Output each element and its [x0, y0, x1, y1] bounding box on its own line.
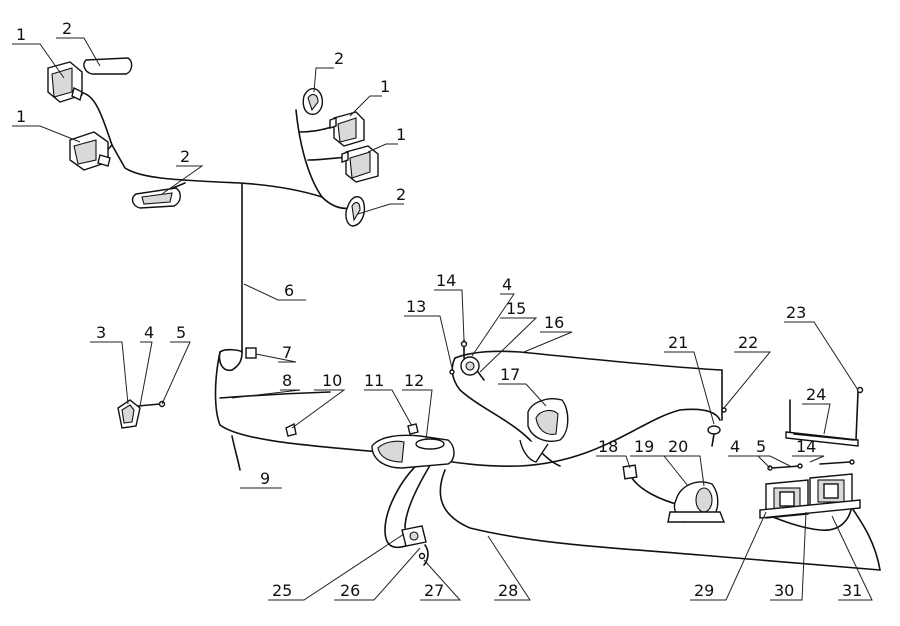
callout-8-branch: 8 [282, 371, 292, 390]
cab-to-fuse-link [451, 357, 561, 467]
motor-17 [519, 398, 569, 463]
branch-25-inner [404, 461, 433, 529]
callout-7-connector: 7 [282, 343, 292, 362]
switch-assembly-3 [117, 399, 166, 429]
callout-24-light-bar: 24 [806, 385, 826, 404]
side-lamp-2d [345, 196, 366, 227]
rear-harness-28 [439, 469, 881, 571]
headlamp-1c [329, 111, 365, 147]
branch-8 [219, 391, 331, 399]
connector-7 [245, 347, 257, 359]
callout-4-upper: 4 [502, 275, 512, 294]
branch-25-outer [384, 461, 421, 549]
callout-labels: 1 2 1 2 1 1 2 2 6 3 4 5 7 8 9 10 11 12 1… [16, 19, 862, 600]
headlamp-1b [69, 131, 111, 171]
callout-16-cab-harness: 16 [544, 313, 564, 332]
callout-1-headlamp-left-upper: 1 [16, 25, 26, 44]
cab-harness-upper [454, 350, 723, 371]
connector-loop [218, 348, 243, 372]
callout-27: 27 [424, 581, 444, 600]
motor-20 [667, 481, 726, 523]
headlamp-1d [341, 145, 379, 183]
branch-9 [231, 435, 241, 471]
callout-18-sensor: 18 [598, 437, 618, 456]
connector-bracket-29 [759, 459, 861, 519]
callout-1-headlamp-right-upper: 1 [380, 77, 390, 96]
connector-11 [407, 423, 419, 435]
front-harness-left [79, 91, 323, 198]
rear-light-bar-24 [785, 386, 864, 447]
callout-14-upper: 14 [436, 271, 456, 290]
callout-14-lower: 14 [796, 437, 816, 456]
callout-25-sensor: 25 [272, 581, 292, 600]
callout-2-lamp-right-lower: 2 [396, 185, 406, 204]
callout-23: 23 [786, 303, 806, 322]
callout-11-connector: 11 [364, 371, 384, 390]
callout-12-junction-box: 12 [404, 371, 424, 390]
callout-1-headlamp-right-lower: 1 [396, 125, 406, 144]
callout-2-lamp-right-upper: 2 [334, 49, 344, 68]
callout-9-branch: 9 [260, 469, 270, 488]
callout-4-switch-lead: 4 [144, 323, 154, 342]
callout-2-lamp-center: 2 [180, 147, 190, 166]
callout-6-trunk: 6 [284, 281, 294, 300]
sensor-18-lead [631, 477, 681, 506]
headlamp-1a [47, 61, 83, 103]
branch-27 [423, 544, 429, 566]
callout-1-headlamp-left-lower: 1 [16, 107, 26, 126]
callout-3-switch: 3 [96, 323, 106, 342]
callout-13: 13 [406, 297, 426, 316]
ignition-switch-15 [449, 339, 485, 381]
callout-20-motor: 20 [668, 437, 688, 456]
callout-2-lamp-left-upper: 2 [62, 19, 72, 38]
harness-wires [79, 91, 881, 571]
side-lamp-2a [83, 57, 133, 75]
front-harness-right-branch [295, 109, 323, 198]
rear-harness-return [849, 504, 881, 571]
side-lamp-2b [131, 187, 181, 209]
callout-5-lower: 5 [756, 437, 766, 456]
callout-31-box: 31 [842, 581, 862, 600]
leader-lines [12, 37, 873, 601]
callout-26: 26 [340, 581, 360, 600]
rear-harness-box-link [759, 504, 853, 531]
callout-15-ignition: 15 [506, 299, 526, 318]
trunk-harness [231, 182, 243, 371]
callout-30-box: 30 [774, 581, 794, 600]
callout-17-motor: 17 [500, 365, 520, 384]
callout-22: 22 [738, 333, 758, 352]
callout-28-rear-harness: 28 [498, 581, 518, 600]
callout-21: 21 [668, 333, 688, 352]
callout-19: 19 [634, 437, 654, 456]
callout-5-switch-terminal: 5 [176, 323, 186, 342]
side-lamp-2c [302, 88, 324, 115]
sensor-25 [401, 525, 427, 560]
callout-29-bracket: 29 [694, 581, 714, 600]
callout-10-connector: 10 [322, 371, 342, 390]
junction-box-12 [371, 434, 455, 469]
callout-4-lower: 4 [730, 437, 740, 456]
connector-21-22 [707, 407, 727, 447]
parts [47, 57, 864, 560]
